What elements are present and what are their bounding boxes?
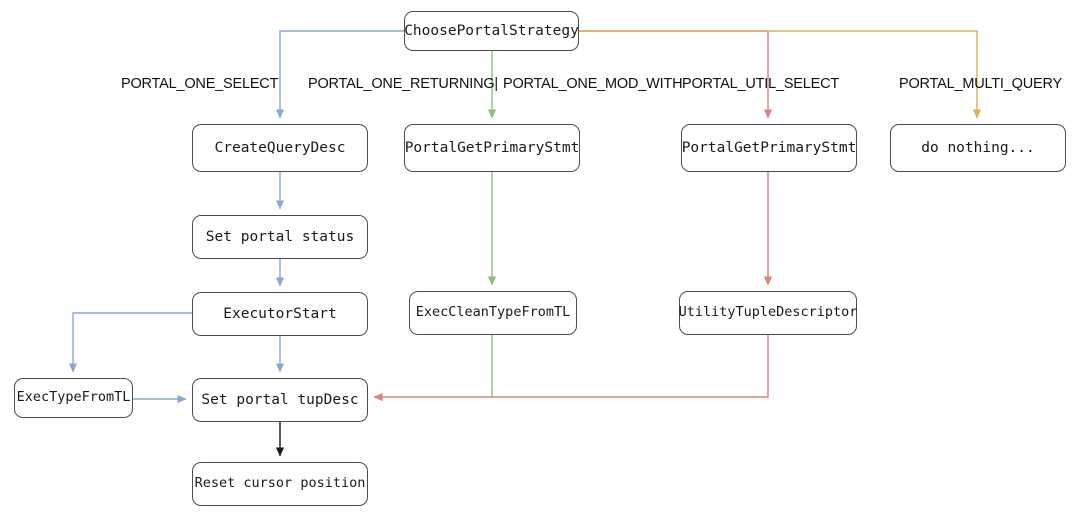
node-portal-get-primary-stmt-returning[interactable]: PortalGetPrimaryStmt — [404, 124, 580, 172]
node-set-portal-tupdesc[interactable]: Set portal tupDesc — [192, 378, 368, 422]
edge-label-portal-one-select: PORTAL_ONE_SELECT — [121, 76, 279, 92]
node-utility-tuple-descriptor[interactable]: UtilityTupleDescriptor — [679, 291, 857, 335]
edge-choose-to-getprimary2 — [579, 30, 773, 119]
node-executor-start[interactable]: ExecutorStart — [192, 292, 368, 336]
node-set-portal-status[interactable]: Set portal status — [192, 215, 368, 259]
node-exec-type-from-tl[interactable]: ExecTypeFromTL — [14, 378, 133, 418]
edge-label-portal-multi-query: PORTAL_MULTI_QUERY — [899, 76, 1062, 92]
edge-label-portal-one-returning: PORTAL_ONE_RETURNING| — [308, 76, 498, 92]
node-exec-clean-type-from-tl[interactable]: ExecCleanTypeFromTL — [409, 291, 577, 335]
edge-choose-to-donothing — [579, 30, 982, 119]
node-reset-cursor-position[interactable]: Reset cursor position — [192, 462, 368, 506]
node-do-nothing[interactable]: do nothing... — [890, 124, 1066, 172]
node-portal-get-primary-stmt-util[interactable]: PortalGetPrimaryStmt — [681, 124, 857, 172]
node-create-query-desc[interactable]: CreateQueryDesc — [192, 124, 368, 172]
edge-utiltuple-to-settupdesc — [373, 335, 769, 402]
edge-choose-to-createquery — [275, 30, 404, 119]
edge-label-portal-util-select: PORTAL_UTIL_SELECT — [682, 76, 840, 92]
edge-label-portal-one-mod-with: PORTAL_ONE_MOD_WITH — [503, 76, 683, 92]
edge-execstart-to-exectype — [68, 312, 192, 373]
node-choose-portal-strategy[interactable]: ChoosePortalStrategy — [404, 11, 579, 51]
